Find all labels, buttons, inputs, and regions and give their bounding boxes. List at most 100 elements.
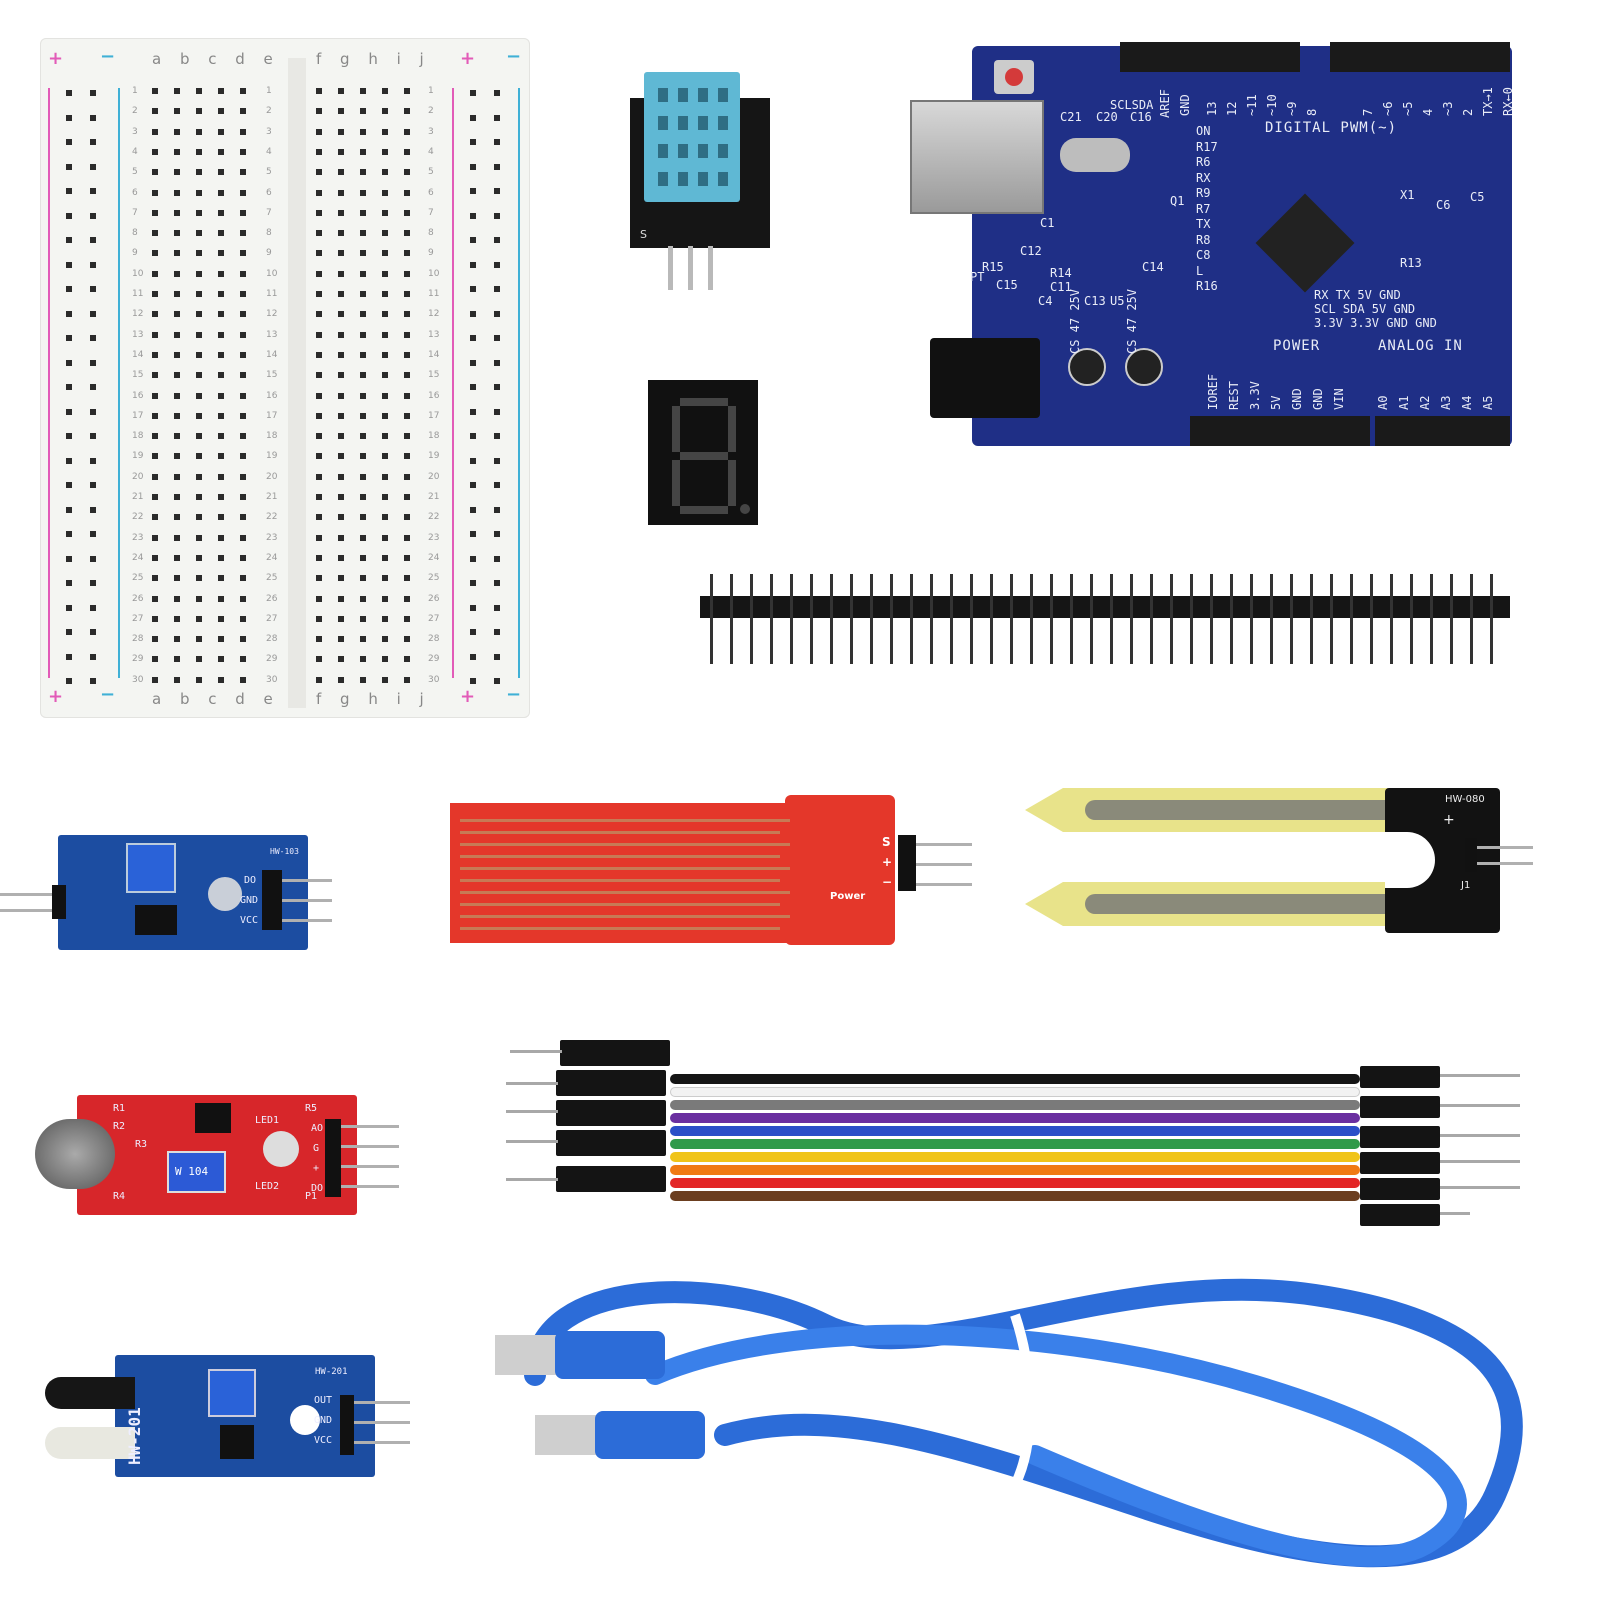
breadboard-hole: [152, 291, 158, 297]
breadboard-hole: [360, 169, 366, 176]
breadboard-hole: [404, 575, 410, 582]
header-digital-low: [1330, 42, 1510, 72]
water-level-sensor: S + − Power: [450, 795, 980, 945]
breadboard-hole: [316, 270, 322, 277]
plus-sign: +: [460, 48, 476, 69]
breadboard-hole: [360, 656, 366, 663]
breadboard-hole: [404, 615, 410, 622]
component-label: PT: [970, 270, 985, 284]
breadboard-hole: [240, 209, 246, 216]
row-number-right: 23: [428, 532, 440, 543]
component-label: X1: [1400, 188, 1415, 202]
breadboard-hole: [152, 372, 158, 379]
breadboard-hole: [360, 636, 366, 643]
water-sensor-head: [785, 795, 895, 945]
breadboard-hole: [382, 209, 388, 216]
breadboard-hole: [152, 656, 158, 663]
breadboard-hole: [338, 575, 344, 582]
breadboard-hole: [174, 514, 180, 521]
breadboard-hole: [196, 230, 202, 237]
breadboard-hole: [152, 392, 158, 399]
row-number-left: 30: [132, 674, 144, 685]
breadboard-hole: [338, 250, 344, 257]
header-pin: [1430, 574, 1433, 664]
row-number-left: 13: [132, 329, 144, 340]
rail-hole: [66, 335, 72, 341]
breadboard-hole: [196, 311, 202, 318]
rail-hole: [90, 555, 96, 562]
component-label: R3: [135, 1139, 148, 1150]
breadboard-hole: [360, 230, 366, 237]
row-number-mid: 6: [266, 187, 272, 198]
pot-label: W 104: [175, 1165, 209, 1178]
breadboard-hole: [218, 230, 224, 237]
breadboard-hole: [382, 494, 388, 500]
component-label: R13: [1400, 256, 1422, 270]
component-label: R15: [982, 260, 1004, 274]
usb-a-connector-icon: [535, 1415, 605, 1455]
rail-hole: [494, 482, 500, 488]
breadboard-hole: [338, 453, 344, 460]
breadboard-hole: [404, 453, 410, 460]
breadboard-hole: [404, 108, 410, 115]
rail-hole: [66, 139, 72, 145]
breadboard-hole: [382, 250, 388, 257]
row-number-mid: 15: [266, 370, 278, 381]
rail-hole: [494, 310, 500, 317]
potentiometer-icon: [167, 1151, 226, 1193]
row-number-mid: 17: [266, 410, 278, 421]
mounting-hole: [290, 1405, 320, 1435]
breadboard-hole: [360, 209, 366, 216]
header-pin: [1310, 574, 1313, 664]
reset-button-icon[interactable]: [994, 60, 1034, 94]
minus-sign: −: [506, 684, 522, 705]
column-letters-right: f g h i j: [316, 50, 431, 68]
breadboard-hole: [240, 433, 246, 440]
breadboard-hole: [316, 291, 322, 297]
header-pin: [890, 574, 893, 664]
pin-label: GND: [314, 1415, 333, 1426]
breadboard-hole: [338, 656, 344, 663]
header-pin: [1230, 574, 1233, 664]
breadboard-hole: [316, 575, 322, 582]
breadboard-hole: [196, 595, 202, 602]
analog-pin-label: A1: [1397, 395, 1411, 410]
pin-label: DO: [311, 1183, 324, 1194]
row-number-mid: 28: [266, 634, 278, 645]
breadboard-hole: [196, 392, 202, 399]
breadboard-hole: [382, 412, 388, 419]
rail-hole: [66, 212, 72, 219]
breadboard-hole: [152, 595, 158, 602]
rail-hole: [470, 482, 476, 488]
row-number-right: 9: [428, 248, 434, 259]
breadboard-hole: [196, 676, 202, 683]
pin-header-bar: [700, 596, 1510, 618]
row-number-right: 4: [428, 146, 434, 157]
breadboard-hole: [240, 392, 246, 399]
header-pin: [730, 574, 733, 664]
rail-hole: [470, 629, 476, 635]
row-number-mid: 13: [266, 329, 278, 340]
row-number-mid: 14: [266, 349, 278, 360]
rail-hole: [470, 457, 476, 464]
row-number-right: 1: [428, 86, 434, 96]
column-letters-right: f g h i j: [316, 690, 431, 708]
rail-hole: [90, 261, 96, 268]
breadboard-hole: [382, 595, 388, 602]
component-label: C4: [1038, 294, 1053, 308]
digital-pin-label: 4: [1421, 108, 1435, 116]
breadboard-hole: [174, 372, 180, 379]
breadboard-hole: [218, 351, 224, 358]
breadboard-hole: [404, 433, 410, 440]
rail-plus-left: [48, 88, 50, 678]
breadboard-hole: [338, 311, 344, 318]
breadboard-hole: [196, 250, 202, 257]
breadboard-hole: [382, 473, 388, 480]
capacitor-icon: [1125, 348, 1163, 386]
header-pin: [1450, 574, 1453, 664]
mounting-hole: [208, 877, 242, 911]
breadboard-hole: [218, 270, 224, 277]
breadboard-hole: [174, 392, 180, 399]
cap-label: C20: [1096, 110, 1118, 124]
breadboard-hole: [218, 676, 224, 683]
